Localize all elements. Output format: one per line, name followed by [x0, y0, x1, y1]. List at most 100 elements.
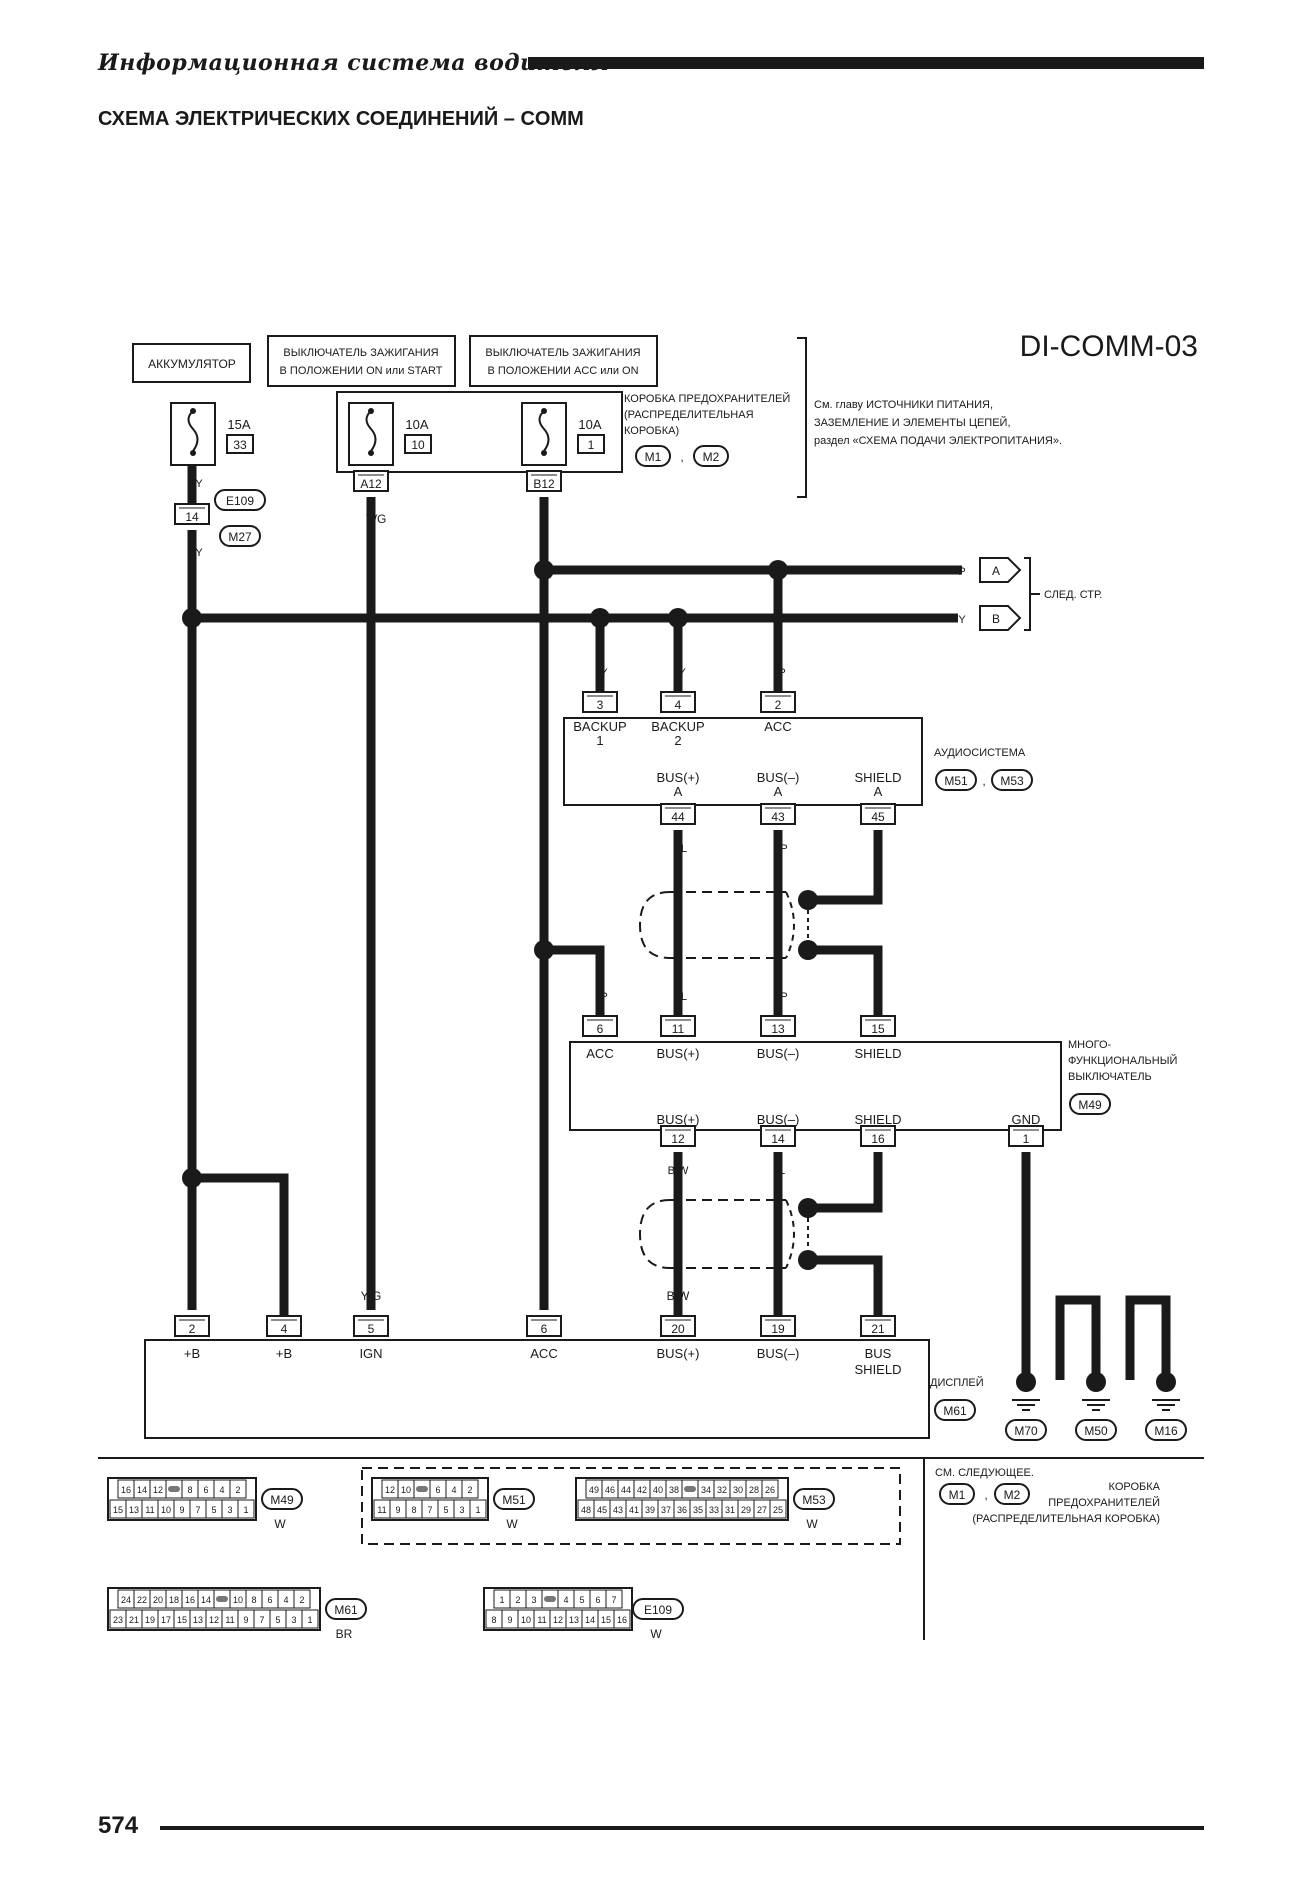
m53-view-cavity-num: 30	[733, 1485, 743, 1495]
shield-splice	[798, 940, 818, 960]
m53-view-cavity	[769, 1499, 787, 1519]
m51-view-latch	[416, 1486, 428, 1492]
fuse-10a-ign-t1	[368, 408, 374, 414]
fuse-15a-numbox	[226, 434, 254, 454]
m49-view-cavity-num: 11	[145, 1505, 154, 1515]
next-page-bracket	[1024, 557, 1040, 631]
fuse-10a-acc-num: 1	[588, 438, 595, 452]
m61-view-cavity-num: 19	[145, 1615, 155, 1625]
display-unit-box	[144, 1339, 930, 1439]
m53-view-cavity-num: 46	[605, 1485, 615, 1495]
fuse-box-label: КОРОБКА)	[624, 425, 679, 437]
display-pin-5	[353, 1315, 389, 1337]
connector-group-frame	[361, 1467, 901, 1545]
wire-color-display: L	[775, 1289, 782, 1303]
display-pin-4-num: 4	[281, 1322, 288, 1336]
e109-view-cavity-num: 1	[499, 1595, 504, 1605]
comma: ,	[984, 1488, 987, 1502]
m53-view-cavity-num: 37	[661, 1505, 671, 1515]
mfs-pin-6	[582, 1015, 618, 1037]
display-pin-label: IGN	[359, 1346, 382, 1361]
m61-view-cavity-num: 8	[251, 1595, 256, 1605]
m49-view-cavity-num: 6	[203, 1485, 208, 1495]
wire-b-gnd-link	[1125, 1295, 1171, 1380]
wire-b-gnd-link	[1055, 1295, 1101, 1380]
audio-pin-45-num: 45	[871, 810, 885, 824]
shield-sheath-2	[670, 1199, 786, 1269]
e109-view-latch	[544, 1596, 556, 1602]
fuse-10a-acc-t2	[541, 450, 547, 456]
conn-m51-text: M51	[944, 774, 968, 788]
shield-sheath-end	[638, 891, 671, 959]
m53-view-latch	[684, 1486, 696, 1492]
e109-view-id	[632, 1598, 684, 1620]
display-pin-21	[860, 1315, 896, 1337]
conn-e109-text: E109	[226, 494, 254, 508]
audio-pin-44-num: 44	[671, 810, 685, 824]
audio-pin-3	[582, 691, 618, 713]
audio-pin-label: 2	[674, 733, 681, 748]
wire-color-l: L	[681, 843, 687, 855]
audio-pin-label: BUS(+)	[657, 770, 700, 785]
ground-symbol	[1082, 1399, 1110, 1411]
fuse-box-label: (РАСПРЕДЕЛИТЕЛЬНАЯ	[624, 409, 754, 421]
wire-color-bw: B/W	[668, 1165, 689, 1177]
m51-view-cavity-num: 3	[459, 1505, 464, 1515]
m53-view-cavity	[761, 1479, 779, 1499]
e109-view-cavity-num: 8	[491, 1615, 496, 1625]
see-note: ЗАЗЕМЛЕНИЕ И ЭЛЕМЕНТЫ ЦЕПЕЙ,	[814, 416, 1011, 429]
conn-m61-text: M61	[943, 1404, 967, 1418]
display-pin-label: BUS	[865, 1346, 892, 1361]
fuse-15a-element	[187, 410, 199, 452]
m53-view-cavity-num: 26	[765, 1485, 775, 1495]
m61-view-cavity-num: 22	[137, 1595, 147, 1605]
m53-view-cavity-num: 39	[645, 1505, 655, 1515]
battery-label: АККУМУЛЯТОР	[148, 357, 236, 371]
m61-view-cavity-num: 10	[233, 1595, 243, 1605]
conn-m1	[635, 445, 671, 467]
diagram-subtitle: СХЕМА ЭЛЕКТРИЧЕСКИХ СОЕДИНЕНИЙ – COMM	[98, 108, 584, 130]
display-pin-4	[266, 1315, 302, 1337]
wire-shield-disp	[808, 1255, 883, 1318]
ign-on-start-box	[267, 335, 456, 387]
mfs-pin-12	[660, 1125, 696, 1147]
mfs-pin-label: BUS(+)	[657, 1112, 700, 1127]
display-pin-label: SHIELD	[855, 1362, 902, 1377]
m51-view-id-text: M51	[502, 1493, 526, 1507]
mfs-unit-box	[569, 1041, 1062, 1131]
shield-sheath	[670, 891, 786, 959]
ref-note-label: (РАСПРЕДЕЛИТЕЛЬНАЯ КОРОБКА)	[972, 1513, 1160, 1525]
m49-view-cavity-num: 7	[195, 1505, 200, 1515]
wire-color-l: L	[779, 1165, 785, 1177]
ground-splice	[1086, 1372, 1106, 1392]
shield-splice	[798, 1250, 818, 1270]
audio-pin-4-num: 4	[675, 698, 682, 712]
m49-view-id-text: M49	[270, 1493, 294, 1507]
wire-color-p: P	[958, 566, 965, 578]
wire-p-mfs-acc	[544, 945, 605, 1028]
m49-view-cavity-num: 9	[179, 1505, 184, 1515]
m53-view-cavity-num: 33	[709, 1505, 719, 1515]
m49-view-color: W	[274, 1517, 286, 1531]
m49-view-cavity-num: 16	[121, 1485, 131, 1495]
e109-view-cavity-num: 13	[569, 1615, 579, 1625]
wire-color-b: B	[1163, 1337, 1170, 1349]
wire-color-p: P	[780, 991, 787, 1003]
mfs-pin-11-num: 11	[672, 1022, 685, 1036]
m49-view-cavity-num: 1	[243, 1505, 248, 1515]
m51-view-cavity-num: 4	[451, 1485, 456, 1495]
wire-y-plus-b2	[192, 1173, 289, 1318]
ref-note-prefix: СМ. СЛЕДУЮЩЕЕ.	[935, 1467, 1034, 1479]
splice-y	[182, 608, 202, 628]
diagram-id: DI-COMM-03	[1020, 330, 1198, 363]
audio-pin-3-num: 3	[597, 698, 604, 712]
m49-view-id	[261, 1488, 303, 1510]
m51-view-cavity-num: 9	[395, 1505, 400, 1515]
e109-view-cavity	[613, 1609, 631, 1629]
m51-view-cavity	[469, 1499, 487, 1519]
m61-view-cavity-num: 17	[161, 1615, 171, 1625]
e109-view-cavity-num: 12	[553, 1615, 563, 1625]
wire-color-b: B	[1057, 1337, 1064, 1349]
